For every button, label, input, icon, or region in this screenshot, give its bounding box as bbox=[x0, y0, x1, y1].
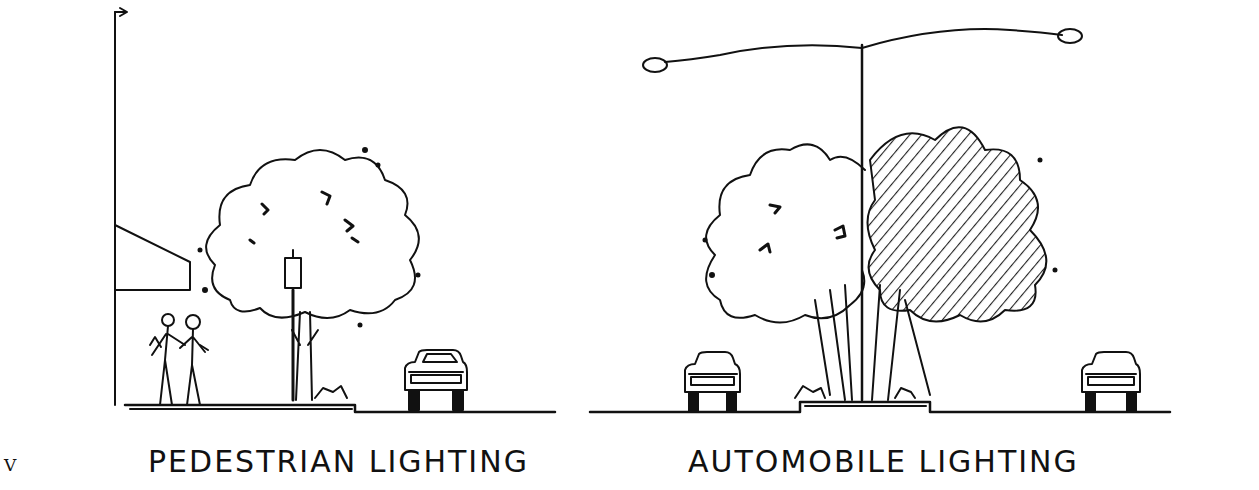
car bbox=[1082, 352, 1140, 412]
pedestrians bbox=[150, 314, 208, 405]
automobile-section bbox=[590, 29, 1170, 412]
street-lamp bbox=[1058, 29, 1082, 43]
pedestrian-lamp bbox=[285, 258, 301, 288]
tree-canopy bbox=[206, 150, 419, 318]
stray-mark: V bbox=[4, 455, 16, 475]
tree-canopy bbox=[706, 144, 865, 322]
section-caption: PEDESTRIAN LIGHTING bbox=[148, 444, 529, 479]
car bbox=[685, 352, 740, 412]
section-caption: AUTOMOBILE LIGHTING bbox=[688, 444, 1079, 479]
hatched-tree-canopy bbox=[868, 127, 1047, 321]
car bbox=[405, 350, 467, 410]
pedestrian-section bbox=[115, 8, 555, 412]
street-lamp bbox=[643, 58, 667, 72]
